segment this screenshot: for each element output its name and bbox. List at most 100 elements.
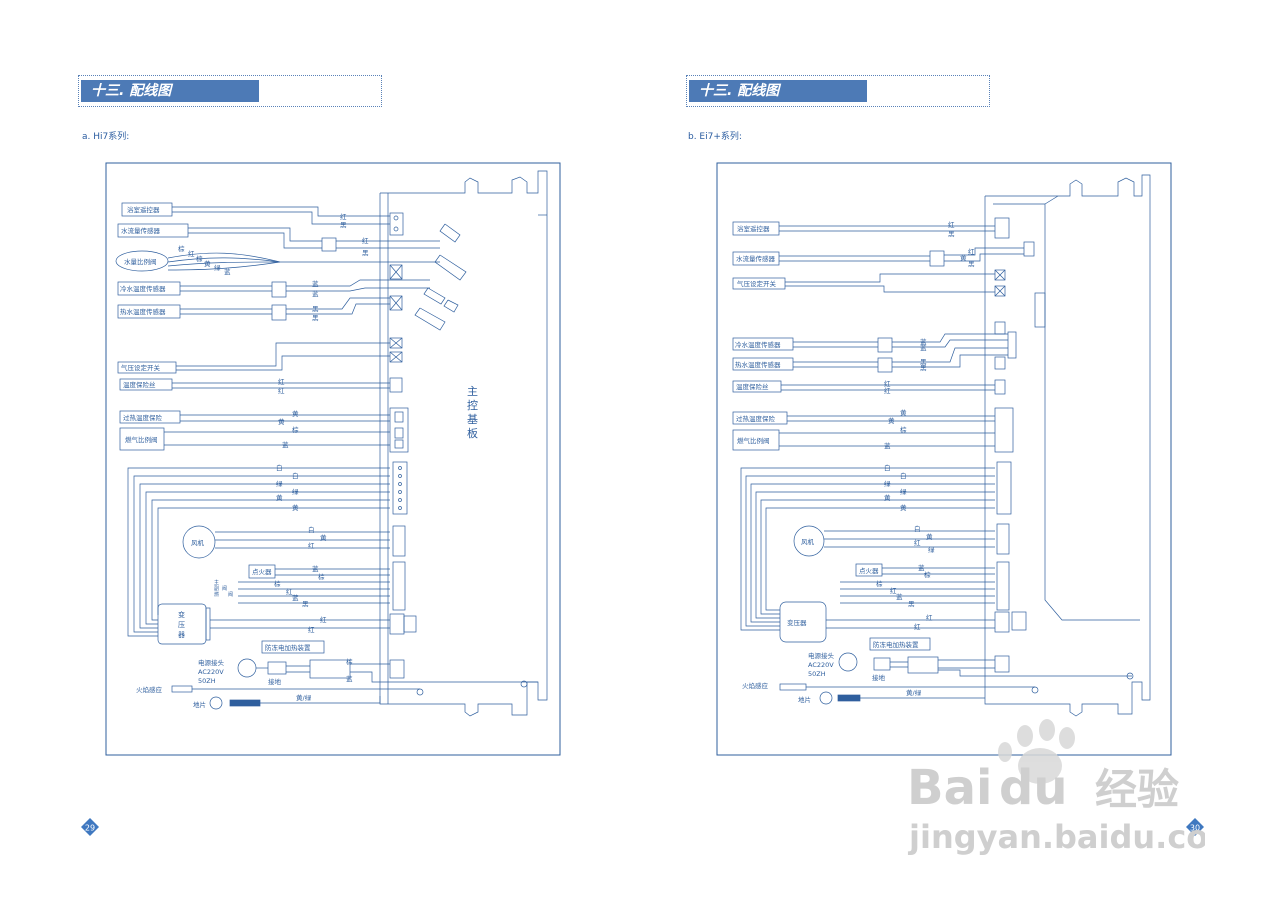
gas-valve-box (119, 427, 165, 451)
wire-brown-pw: 棕 (346, 657, 353, 666)
label-cold-sensor: 冷水温度传感器 (120, 284, 166, 293)
wire-blue-cold-2: 蓝 (312, 289, 319, 298)
r-igniter-box (855, 563, 883, 577)
r-label-gas-valve: 燃气比例阀 (737, 436, 770, 445)
wire-green-1: 绿 (276, 479, 283, 488)
r-wire-yellow-o2: 黄 (888, 416, 895, 425)
r-label-pressure-switch: 气压设定开关 (737, 279, 777, 288)
left-subtitle: a. Hi7系列: (82, 132, 130, 142)
paw-main (1018, 748, 1062, 784)
label-flame: 火焰感应 (136, 685, 163, 694)
r-power-socket (838, 652, 858, 672)
wire-yellow-2: 黄 (292, 503, 299, 512)
label-water-valve: 水量比例阀 (124, 257, 157, 266)
board-label-1: 主 (467, 385, 478, 398)
valve-main-1: 主 (214, 579, 219, 586)
watermark-url: jingyan.baidu.com (907, 818, 1205, 856)
label-ground: 接地 (268, 677, 282, 686)
wire-blue-ign: 蓝 (312, 564, 319, 573)
right-header-title: 十三. 配线图 (689, 80, 867, 102)
r-wire-yellow-o1: 黄 (900, 408, 907, 417)
wire-yellow-valve: 黄 (204, 259, 211, 268)
wire-red-tr-2: 红 (308, 625, 315, 634)
transformer-label-1: 变 (178, 610, 185, 619)
wire-white-1: 白 (276, 463, 283, 472)
paw-pad-2 (1039, 719, 1055, 741)
watermark-cn: 经验 (1095, 765, 1179, 814)
r-label-power: 电源接头 (808, 651, 835, 660)
label-flow-sensor: 水流量传感器 (121, 226, 161, 235)
r-wire-red-t1: 红 (926, 613, 933, 622)
label-gas-valve: 燃气比例阀 (125, 435, 158, 444)
left-header-box: 十三. 配线图 (78, 75, 382, 107)
wire-red-1: 红 (340, 212, 347, 221)
wire-brown-gv: 棕 (292, 425, 299, 434)
left-page-number: 29 (85, 824, 95, 833)
label-fan: 风机 (191, 538, 205, 547)
r-label-overheat: 过热温度保险 (736, 414, 776, 423)
r-wire-yellow-4: 黄 (900, 503, 907, 512)
r-earth-ring (819, 691, 833, 705)
bath-remote-box (121, 202, 173, 217)
valve-gas-1: 燃 (214, 591, 219, 598)
valve-2: 阀 (228, 591, 233, 598)
r-wire-white-fan: 白 (914, 524, 921, 533)
wire-yellow-oh-2: 黄 (278, 417, 285, 426)
r-wire-black-1: 黑 (948, 230, 955, 238)
r-wire-white-2: 白 (900, 471, 907, 480)
wire-orange-valve: 棕 (196, 254, 203, 263)
label-igniter: 点火器 (252, 568, 272, 576)
r-wire-yellow-green: 黄/绿 (906, 688, 922, 697)
valve-1: 阀 (222, 585, 227, 592)
paw-pad-1 (1017, 725, 1033, 747)
label-overheat: 过热温度保险 (123, 413, 163, 422)
r-wire-red-f1: 红 (884, 379, 891, 388)
fan-circle (182, 525, 216, 559)
wire-black-hot-2: 黑 (312, 314, 319, 322)
r-label-fan: 风机 (801, 537, 815, 546)
r-wire-blue-c1: 蓝 (920, 337, 927, 346)
wire-green-2: 绿 (292, 487, 299, 496)
cold-sensor-box (117, 281, 181, 296)
wire-black-3: 黑 (302, 600, 309, 608)
wire-green-valve: 绿 (214, 263, 221, 272)
wire-blue-valve: 蓝 (224, 267, 231, 276)
r-wire-red-3: 红 (890, 586, 897, 595)
r-wire-black-3: 黑 (908, 600, 915, 608)
wire-blue-3: 蓝 (292, 593, 299, 602)
r-label-earth: 地片 (798, 695, 811, 704)
wire-red-2: 红 (362, 236, 369, 245)
wire-red-fuse-2: 红 (278, 386, 285, 395)
r-wire-brown-ign: 棕 (924, 570, 931, 579)
r-antifreeze-box (869, 637, 931, 651)
transformer-label-3: 器 (178, 631, 185, 639)
r-wire-red-t2: 红 (914, 622, 921, 631)
r-wire-yellow-fan: 黄 (926, 532, 933, 541)
wire-brown-ign: 棕 (318, 572, 325, 581)
valve-sec-1: 副 (214, 585, 219, 592)
left-wiring-diagram: 浴室遥控器 水流量传感器 水量比例阀 冷水温度传感器 热水温度传感器 气压设定开… (105, 162, 561, 756)
baidu-watermark: Bai du 经验 jingyan.baidu.com (907, 719, 1205, 856)
label-power-freq: 50ZH (198, 677, 216, 685)
r-flame-sensor (779, 683, 807, 691)
label-pressure-switch: 气压设定开关 (121, 363, 161, 372)
r-pressure-switch-box (732, 277, 786, 290)
r-label-cold-sensor: 冷水温度传感器 (735, 340, 781, 349)
r-label-flame: 火焰感应 (742, 681, 769, 690)
r-hot-sensor-box (732, 357, 794, 371)
r-wire-red-2: 红 (968, 247, 975, 256)
wire-black-hot-1: 黑 (312, 305, 319, 313)
wire-blue-pw: 蓝 (346, 674, 353, 683)
r-label-flow-sensor: 水流量传感器 (736, 254, 776, 263)
watermark-bai: Bai (907, 760, 992, 816)
label-antifreeze: 防冻电加热装置 (265, 643, 311, 652)
r-label-transformer: 变压器 (787, 618, 807, 627)
wire-brown-2: 棕 (274, 579, 281, 588)
r-label-power-freq: 50ZH (808, 670, 826, 678)
overheat-box (119, 410, 181, 424)
right-wiring-diagram: 浴室遥控器 水流量传感器 气压设定开关 冷水温度传感器 热水温度传感器 温度保险… (716, 162, 1172, 756)
label-hot-sensor: 热水温度传感器 (120, 307, 166, 316)
pressure-switch-box (117, 361, 177, 374)
r-wire-green-2: 绿 (900, 487, 907, 496)
r-wire-black-2: 黑 (968, 260, 975, 268)
